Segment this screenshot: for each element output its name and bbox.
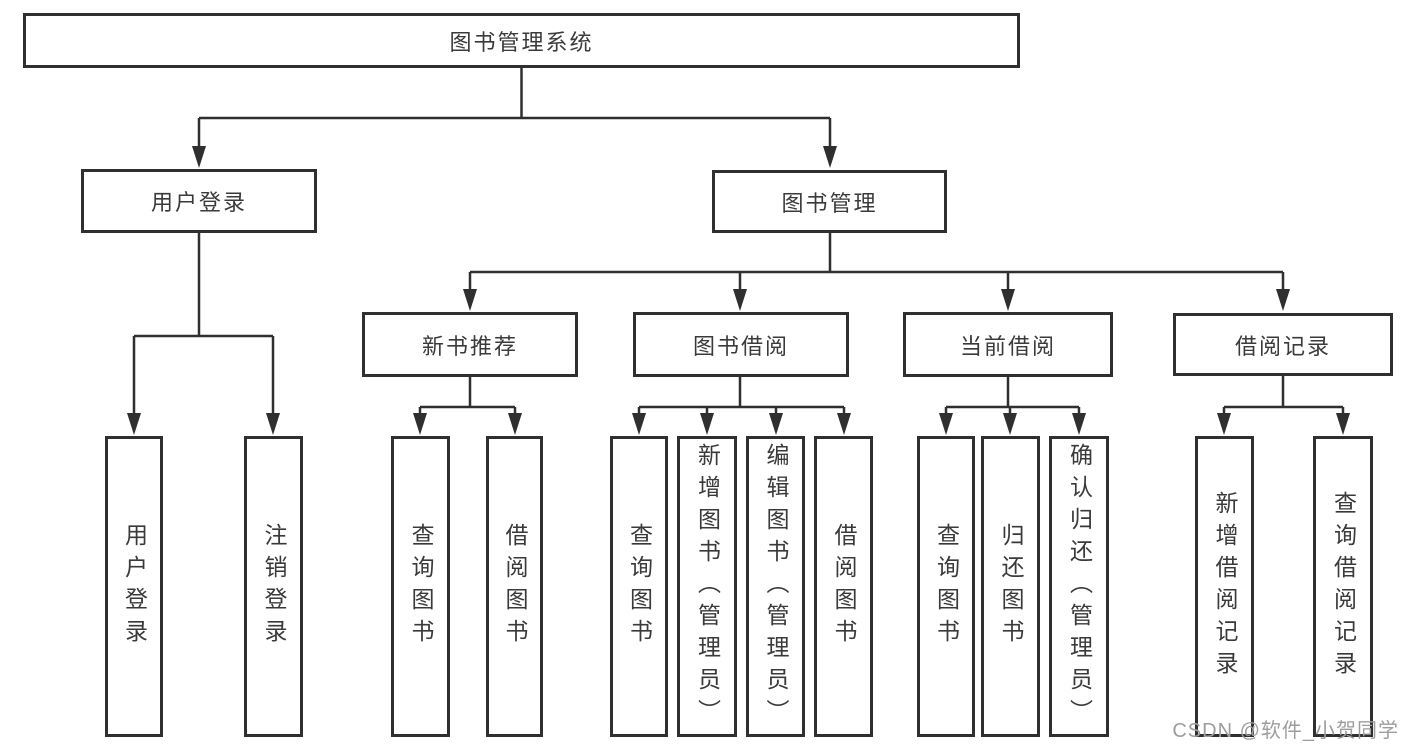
leaf-add-borrow-record: 新增借阅记录: [1195, 436, 1254, 737]
node-user-login: 用户登录: [81, 169, 317, 233]
leaf-label: 用户登录: [121, 522, 148, 651]
leaf-label: 编辑图书（管理员）: [763, 442, 789, 731]
leaf-label: 注销登录: [261, 522, 287, 651]
arrowhead: [823, 146, 837, 168]
arrowhead: [837, 413, 851, 435]
connector-current-borrowing-to-leaves: [944, 377, 1081, 418]
leaf-label: 新增借阅记录: [1212, 490, 1238, 683]
leaf-edit-book-admin: 编辑图书（管理员）: [746, 436, 805, 737]
arrowhead: [1003, 413, 1017, 435]
arrowhead: [127, 413, 141, 435]
leaf-label: 归还图书: [998, 522, 1024, 651]
arrowhead: [632, 413, 646, 435]
leaf-label: 确认归还（管理员）: [1066, 442, 1093, 731]
leaf-label: 查询图书: [408, 522, 434, 651]
node-book-management: 图书管理: [712, 170, 947, 233]
leaf-logout: 注销登录: [244, 436, 303, 737]
leaf-user-login: 用户登录: [105, 436, 163, 737]
arrowhead: [1336, 413, 1350, 435]
leaf-label: 查询图书: [933, 522, 960, 651]
connector-borrowing-records-to-leaves: [1222, 376, 1345, 418]
leaf-label: 借阅图书: [831, 522, 857, 651]
leaf-query-books-recommend: 查询图书: [391, 436, 450, 737]
arrowhead: [1001, 289, 1015, 311]
node-library-management-system: 图书管理系统: [23, 13, 1020, 68]
leaf-label: 借阅图书: [502, 522, 528, 651]
connector-book-borrowing-to-leaves: [637, 377, 846, 418]
leaf-query-books-current: 查询图书: [917, 436, 975, 737]
arrowhead: [1217, 413, 1231, 435]
arrowhead: [508, 413, 522, 435]
arrowhead: [769, 413, 783, 435]
leaf-borrow-books-borrowing: 借阅图书: [814, 436, 873, 737]
leaf-label: 查询图书: [626, 522, 653, 651]
connector-root-to-level2: [197, 68, 832, 150]
connector-book-management-to-level3: [468, 233, 1285, 294]
connector-new-book-to-leaves: [418, 377, 517, 418]
watermark: CSDN @软件_小贺同学: [1172, 720, 1399, 742]
node-book-borrowing: 图书借阅: [633, 312, 849, 377]
leaf-query-borrow-record: 查询借阅记录: [1313, 436, 1373, 737]
leaf-label: 查询借阅记录: [1330, 490, 1357, 683]
node-new-book-recommend: 新书推荐: [362, 312, 578, 377]
arrowhead: [1276, 289, 1290, 311]
arrowhead: [413, 413, 427, 435]
arrowhead: [733, 289, 747, 311]
node-current-borrowing: 当前借阅: [903, 312, 1113, 377]
leaf-label: 新增图书（管理员）: [694, 442, 721, 731]
node-borrowing-records: 借阅记录: [1173, 313, 1393, 376]
arrowhead: [266, 413, 280, 435]
arrowhead: [463, 289, 477, 311]
leaf-query-books-borrowing: 查询图书: [610, 436, 668, 737]
leaf-add-book-admin: 新增图书（管理员）: [677, 436, 737, 737]
leaf-return-books: 归还图书: [981, 436, 1040, 737]
arrowhead: [700, 413, 714, 435]
connector-user-login-to-leaves: [132, 233, 275, 418]
arrowhead: [939, 413, 953, 435]
leaf-confirm-return-admin: 确认归还（管理员）: [1049, 436, 1109, 737]
leaf-borrow-books-recommend: 借阅图书: [486, 436, 543, 737]
arrowhead: [1072, 413, 1086, 435]
arrowhead: [192, 146, 206, 168]
